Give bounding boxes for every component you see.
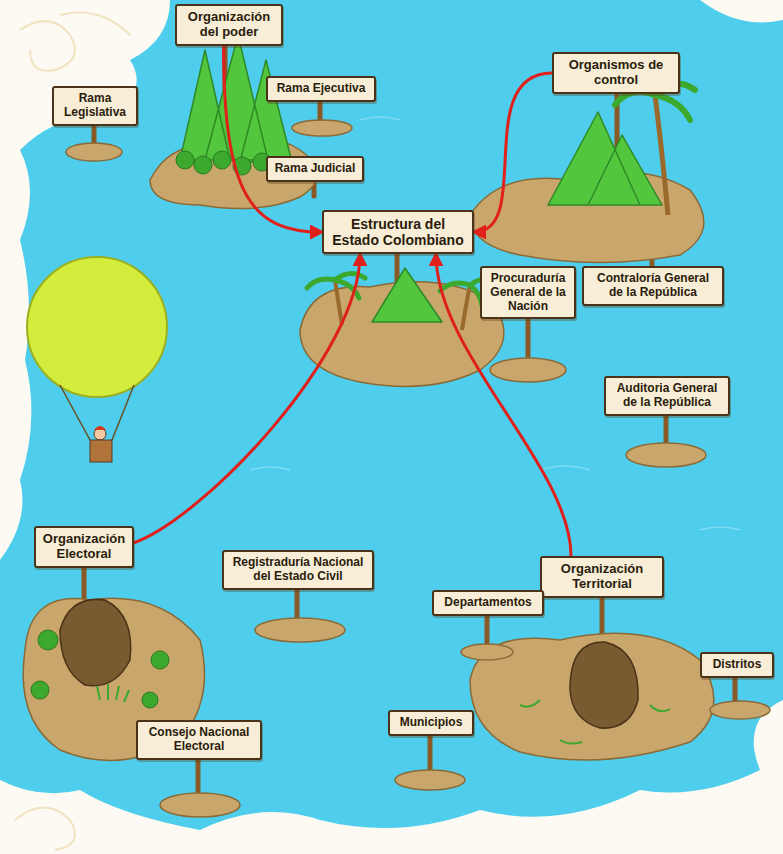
swirl [60,13,130,36]
sign-text: Procuraduría General de la Nación [488,272,568,313]
sign-text: Departamentos [440,596,536,610]
sign-text: Estructura del Estado Colombiano [330,216,466,248]
entity-sign: Consejo Nacional Electoral [136,720,262,760]
entity-sign: Auditoria General de la República [604,376,730,416]
sign-text: Rama Legislativa [60,92,130,120]
palm-trunk [655,95,668,215]
palm-trunk [462,285,470,330]
ripple [700,527,740,530]
sign-text: Consejo Nacional Electoral [144,726,254,754]
entity-sign: Contraloría General de la República [582,266,724,306]
islet [292,120,352,136]
rock [60,599,131,685]
entity-sign: Procuraduría General de la Nación [480,266,576,319]
islet [461,644,513,660]
branch-sign: Rama Judicial [266,156,364,182]
islet [160,793,240,817]
group-sign: Organización Electoral [34,526,134,568]
passenger-hair [94,426,106,430]
mountain [372,268,442,322]
ripple [250,467,290,470]
entity-sign: Municipios [388,710,474,736]
sign-text: Distritos [708,658,766,672]
flow-arrow [224,46,322,232]
sign-text: Rama Judicial [274,162,356,176]
bush [151,651,169,669]
entity-sign: Registraduría Nacional del Estado Civil [222,550,374,590]
sign-text: Municipios [396,716,466,730]
sign-text: Organización Electoral [42,532,126,562]
palm-trunk [335,280,342,325]
bush [31,681,49,699]
mountain [548,112,662,205]
branch-sign: Rama Ejecutiva [266,76,376,102]
entity-sign: Distritos [700,652,774,678]
islet [490,358,566,382]
sign-text: Organismos de control [560,58,672,88]
sign-text: Rama Ejecutiva [274,82,368,96]
sign-text: Organización del poder [183,10,275,40]
entity-sign: Departamentos [432,590,544,616]
flow-arrow [134,254,360,543]
balloon-envelope [27,257,167,397]
bush [213,151,231,169]
sign-text: Registraduría Nacional del Estado Civil [230,556,366,584]
balloon-basket [90,440,112,462]
sea [0,0,783,830]
bush [142,692,158,708]
islet [626,443,706,467]
bushes [31,151,290,708]
islet [395,770,465,790]
balloon-ropes [60,385,134,440]
sign-text: Auditoria General de la República [612,382,722,410]
sign-text: Contraloría General de la República [590,272,716,300]
central-sign: Estructura del Estado Colombiano [322,210,474,254]
sign-text: Organización Territorial [548,562,656,592]
swirl [20,21,75,71]
grass-tuft [520,700,670,744]
bush [38,630,58,650]
branch-sign: Rama Legislativa [52,86,138,126]
rocks [60,599,638,728]
ripple [540,466,590,470]
bush [194,156,212,174]
bush [176,151,194,169]
flow-arrow [474,73,552,232]
palm-leaves [307,273,365,298]
islands [23,120,770,817]
hot-air-balloon [27,257,167,462]
rock [570,642,638,728]
group-sign: Organización Territorial [540,556,664,598]
islet [66,143,122,161]
group-sign: Organización del poder [175,4,283,46]
islet [710,701,770,719]
swirl [15,808,75,851]
bush [233,157,251,175]
islet [255,618,345,642]
group-sign: Organismos de control [552,52,680,94]
ripple [360,117,400,120]
grass-tuft [97,684,129,702]
